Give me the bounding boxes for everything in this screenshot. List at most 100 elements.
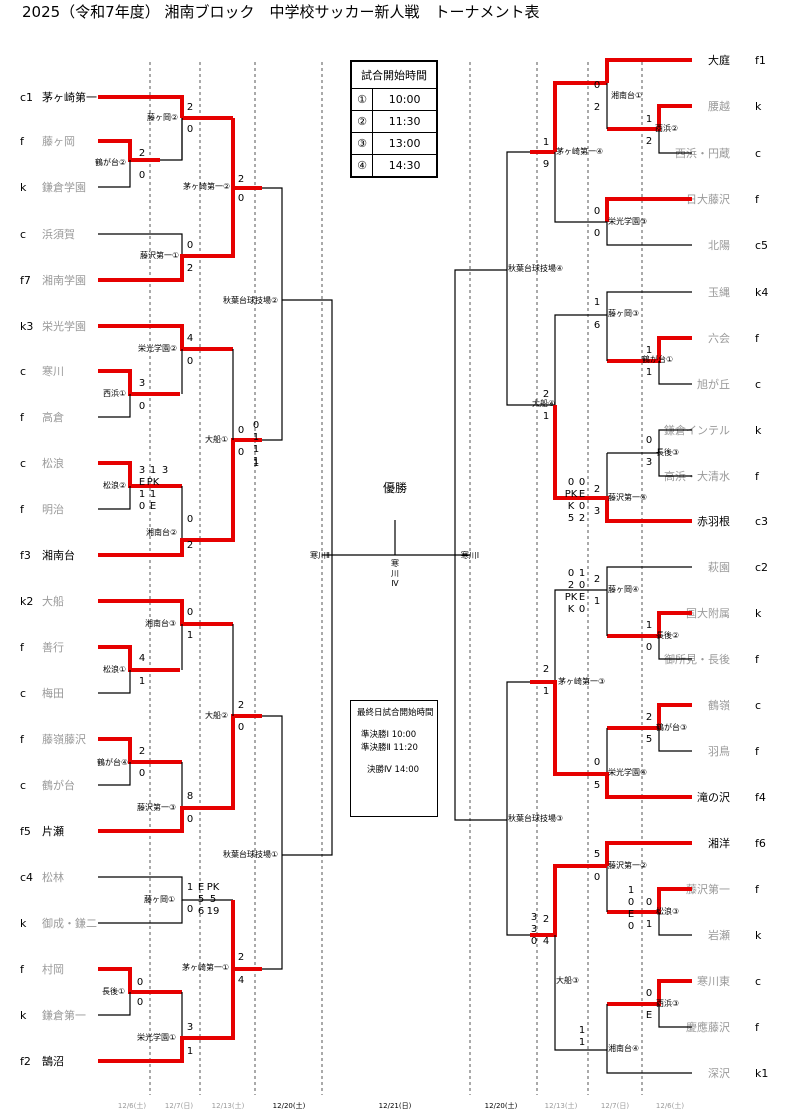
score-label: 1: [579, 1037, 585, 1048]
team-seed: k: [755, 929, 762, 942]
score-label: 1: [594, 596, 600, 607]
score-label: E: [139, 477, 145, 488]
bracket-line: [454, 269, 507, 555]
bracket-line: [607, 979, 692, 1006]
slot-time: 13:00: [372, 131, 437, 155]
venue-label: 藤沢第一②: [608, 860, 647, 870]
round-date: 12/6(土): [656, 1101, 684, 1110]
score-label: 1: [253, 456, 259, 467]
team-seed: f: [755, 470, 760, 483]
final-court-label: 寒: [391, 558, 399, 568]
score-label: 8: [187, 791, 193, 802]
score-label: PK: [147, 477, 160, 488]
team-seed: f7: [20, 274, 31, 287]
bracket-line: [607, 429, 692, 454]
score-label: E: [579, 489, 585, 500]
score-label: 1: [150, 489, 156, 500]
venue-label: 藤沢第一④: [608, 492, 647, 502]
venue-label: 栄光学園②: [138, 343, 177, 353]
team-name: 六会: [708, 332, 730, 345]
bracket-line: [454, 555, 507, 821]
bracket-line: [282, 299, 333, 555]
round-date: 12/20(土): [273, 1101, 306, 1110]
venue-label: 藤ヶ岡③: [608, 308, 639, 318]
score-label: PK: [565, 489, 578, 500]
score-label: 1: [187, 630, 193, 641]
round-date: 12/7(日): [601, 1102, 629, 1110]
score-label: 1: [579, 1025, 585, 1036]
score-label: 3: [139, 465, 145, 476]
score-label: 5: [646, 734, 652, 745]
score-label: 0: [568, 568, 574, 579]
venue-label: 栄光学園①: [137, 1032, 176, 1042]
bracket-line: [607, 336, 692, 363]
team-seed: c: [20, 365, 26, 378]
team-seed: c: [20, 228, 26, 241]
team-seed: k: [20, 1009, 27, 1022]
score-label: 4: [238, 975, 244, 986]
team-name: 湘南台: [42, 548, 75, 562]
score-label: E: [628, 909, 634, 920]
bracket-line: [98, 394, 131, 418]
bracket-line: [506, 151, 530, 406]
score-label: 5: [198, 894, 204, 905]
venue-label: 藤沢第一①: [140, 250, 179, 260]
team-seed: f2: [20, 1055, 31, 1068]
bracket-line: [530, 314, 607, 406]
team-name: 慶應藤沢: [686, 1020, 730, 1034]
round-date: 12/21(日): [379, 1102, 412, 1110]
score-label: 1: [646, 919, 652, 930]
score-label: 9: [543, 159, 549, 170]
score-label: 0: [646, 988, 652, 999]
score-label: 0: [187, 356, 193, 367]
score-label: K: [568, 501, 575, 512]
venue-label: 西浜③: [656, 998, 679, 1008]
venue-label: 長後②: [656, 630, 679, 640]
final-court-label: 川: [391, 569, 399, 578]
bracket-line: [606, 291, 692, 315]
score-label: 2: [543, 914, 549, 925]
bracket-line: [605, 197, 692, 222]
team-name: 片瀬: [42, 824, 64, 838]
team-seed: k1: [755, 1067, 768, 1080]
semi1-time: 準決勝Ⅰ 10:00: [361, 730, 417, 740]
score-label: 2: [579, 513, 585, 524]
team-seed: c: [20, 687, 26, 700]
bracket-line: [98, 992, 131, 1016]
team-seed: c1: [20, 91, 33, 104]
score-label: 0: [238, 447, 244, 458]
slot-mark: ③: [350, 131, 374, 155]
score-label: 0: [253, 420, 259, 431]
bracket-line: [658, 728, 692, 752]
venue-label: 秋葉台球技場④: [508, 263, 563, 273]
venue-label: 藤沢第一③: [137, 802, 176, 812]
score-label: 1: [628, 885, 634, 896]
team-seed: c: [755, 378, 761, 391]
team-name: 玉縄: [708, 285, 730, 299]
bracket-line: [262, 187, 283, 441]
score-label: 2: [646, 136, 652, 147]
team-seed: f: [20, 963, 25, 976]
team-name: 寒川東: [697, 974, 730, 988]
score-label: 0: [594, 206, 600, 217]
team-seed: k: [20, 917, 27, 930]
team-seed: f: [20, 135, 25, 148]
venue-label: 藤ヶ岡①: [144, 894, 175, 904]
bracket-line: [658, 1004, 692, 1028]
score-label: 1: [253, 444, 259, 455]
team-name: 腰越: [708, 99, 730, 113]
final-day-header: 最終日試合開始時間: [357, 708, 434, 718]
score-label: 0: [646, 897, 652, 908]
venue-label: 湘南台③: [145, 618, 176, 628]
score-label: E: [646, 1010, 652, 1021]
team-name: 村岡: [42, 962, 64, 976]
team-name: 萩園: [708, 561, 730, 574]
venue-label: 湘南台④: [608, 1043, 639, 1053]
bracket-line: [658, 361, 692, 385]
final-time: 決勝Ⅳ 14:00: [367, 765, 420, 775]
page-title: 2025（令和7年度） 湘南ブロック 中学校サッカー新人戦 トーナメント表: [22, 3, 540, 21]
team-name: 鶴嶺: [708, 698, 730, 712]
team-name: 羽鳥: [708, 744, 730, 758]
bracket-line: [98, 599, 233, 626]
